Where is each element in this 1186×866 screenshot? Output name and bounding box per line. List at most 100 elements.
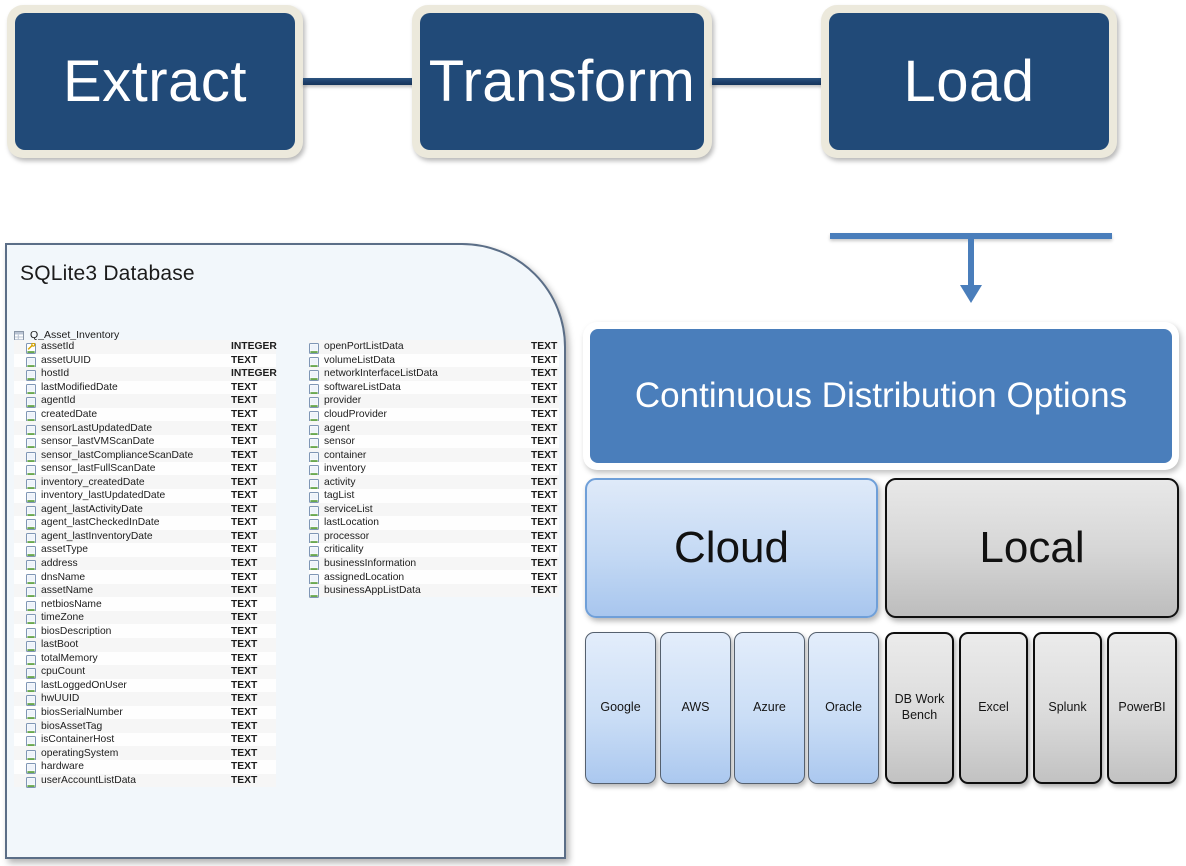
column-name: networkInterfaceListData [324, 368, 438, 380]
distribution-group-cloud[interactable]: Cloud [585, 478, 878, 618]
continuous-distribution-options-box[interactable]: Continuous Distribution Options [583, 322, 1179, 470]
table-row[interactable]: agent_lastCheckedInDate TEXT [14, 516, 276, 531]
column-name: operatingSystem [41, 747, 119, 759]
local-option-powerbi[interactable]: PowerBI [1107, 632, 1177, 784]
column-type: TEXT [231, 571, 258, 583]
column-icon [26, 450, 36, 463]
column-name: dnsName [41, 571, 86, 583]
column-type: TEXT [231, 517, 258, 529]
column-name: address [41, 558, 78, 570]
etl-step-load[interactable]: Load [821, 5, 1117, 158]
column-type: TEXT [231, 598, 258, 610]
column-name: agent_lastCheckedInDate [41, 517, 160, 529]
cloud-option-azure[interactable]: Azure [734, 632, 805, 784]
column-name: lastLocation [324, 517, 379, 529]
column-icon [26, 477, 36, 490]
column-type: TEXT [531, 409, 558, 420]
column-name: inventory_lastUpdatedDate [41, 490, 166, 502]
etl-step-transform[interactable]: Transform [412, 5, 712, 158]
local-option-db-work-bench[interactable]: DB Work Bench [885, 632, 954, 784]
column-icon [309, 355, 319, 368]
distribution-arrow-head-icon [960, 285, 982, 303]
cloud-option-google[interactable]: Google [585, 632, 656, 784]
local-option-excel[interactable]: Excel [959, 632, 1028, 784]
column-name: assignedLocation [324, 571, 405, 583]
cloud-option-aws[interactable]: AWS [660, 632, 731, 784]
etl-step-extract[interactable]: Extract [7, 5, 303, 158]
column-name: isContainerHost [41, 734, 115, 746]
distribution-group-cloud-label: Cloud [674, 523, 789, 572]
column-name: biosAssetTag [41, 720, 103, 732]
column-type: TEXT [531, 490, 558, 502]
column-icon [309, 436, 319, 450]
column-name: createdDate [41, 409, 98, 420]
table-row[interactable]: dnsName TEXT [14, 570, 276, 585]
column-type: TEXT [231, 463, 258, 475]
column-type: TEXT [231, 354, 258, 366]
column-type: TEXT [231, 652, 258, 664]
distribution-arrow-horizontal [830, 233, 1112, 239]
column-icon [26, 761, 36, 775]
column-type: TEXT [531, 422, 558, 434]
local-option-splunk[interactable]: Splunk [1033, 632, 1102, 784]
table-row[interactable]: netbiosName TEXT [14, 597, 276, 612]
column-name: inventory [324, 463, 366, 475]
database-table-header[interactable]: Q_Asset_Inventory [14, 328, 274, 342]
column-type: TEXT [231, 449, 258, 461]
column-icon [26, 612, 36, 626]
cloud-option-oracle[interactable]: Oracle [808, 632, 879, 784]
distribution-group-local[interactable]: Local [885, 478, 1179, 618]
column-name: netbiosName [41, 598, 102, 610]
